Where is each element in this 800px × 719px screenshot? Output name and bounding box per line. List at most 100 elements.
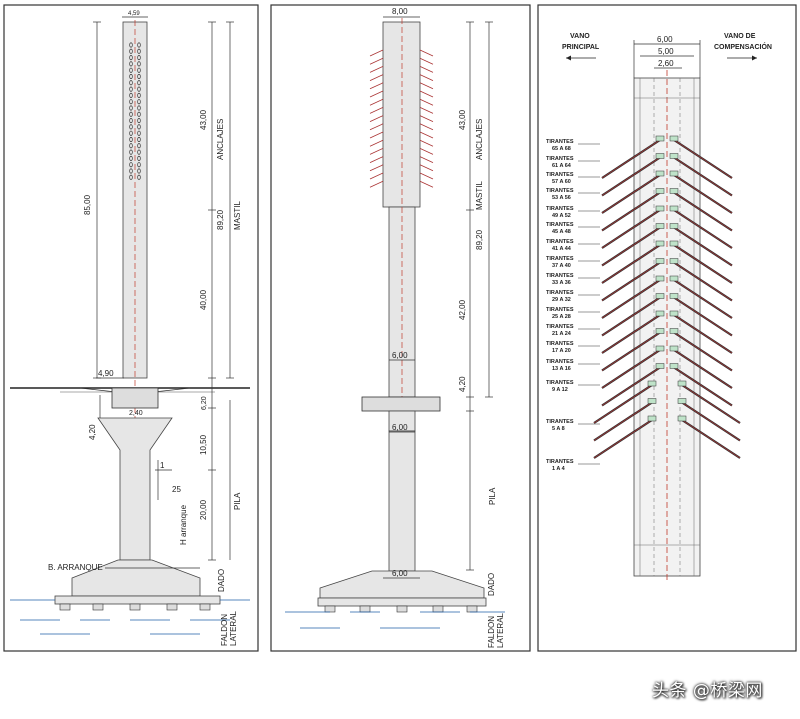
anchor-head bbox=[655, 293, 665, 299]
anchor-head bbox=[647, 415, 657, 422]
tirantes-label: TIRANTES bbox=[546, 307, 574, 313]
tirantes-range: 21 A 24 bbox=[552, 331, 572, 337]
tirantes-label: TIRANTES bbox=[546, 290, 574, 296]
stay-stub bbox=[369, 156, 384, 163]
stay-stub bbox=[369, 98, 384, 106]
anchor-head bbox=[647, 380, 657, 387]
side-panel: 8,00 43,00 bbox=[285, 7, 505, 648]
anchor-head bbox=[669, 170, 679, 177]
elev-dim-mastil: 89,20 bbox=[216, 209, 225, 230]
tirantes-label: TIRANTES bbox=[546, 139, 574, 145]
detail-label-left-2: PRINCIPAL bbox=[562, 44, 600, 51]
stay-stub bbox=[419, 164, 434, 172]
stay-cable-left-core bbox=[601, 262, 661, 301]
stay-stub bbox=[369, 164, 384, 172]
anchor-head bbox=[677, 415, 687, 422]
side-stay-stubs bbox=[369, 49, 434, 188]
stay-cable-left-core bbox=[601, 332, 661, 371]
stay-cable-left-core bbox=[601, 174, 661, 214]
detail-dim-2: 5,00 bbox=[658, 47, 674, 56]
anchor-head bbox=[655, 135, 665, 142]
elev-label-h-arranque: H arranque bbox=[179, 504, 188, 545]
stay-cable-left-core bbox=[601, 349, 661, 389]
tirantes-range: 25 A 28 bbox=[552, 314, 571, 320]
stay-cable-left-core bbox=[601, 367, 661, 406]
elev-label-pila: PILA bbox=[233, 492, 242, 510]
pile bbox=[396, 605, 408, 613]
anchor-hole bbox=[137, 143, 141, 149]
anchor-head bbox=[669, 328, 679, 334]
elev-dim-pila-right: 10,50 bbox=[199, 434, 208, 455]
anchor-hole bbox=[137, 80, 141, 86]
anchor-hole bbox=[137, 174, 141, 180]
stay-cable-right-core bbox=[673, 297, 733, 336]
stay-stub bbox=[369, 180, 384, 188]
anchor-hole bbox=[137, 67, 141, 73]
anchor-head bbox=[655, 258, 665, 264]
elevation-panel: 4,59 bbox=[10, 11, 250, 646]
side-dim-pila: 6,00 bbox=[392, 423, 408, 432]
stay-stub bbox=[369, 139, 384, 147]
tirantes-label: TIRANTES bbox=[546, 239, 574, 245]
elev-label-anchor: ANCLAJES bbox=[216, 119, 225, 160]
anchor-hole bbox=[137, 105, 141, 111]
anchor-hole bbox=[129, 149, 133, 155]
stay-cable-left-core bbox=[601, 209, 661, 249]
side-label-lateral: LATERAL bbox=[496, 612, 505, 648]
tirantes-label: TIRANTES bbox=[546, 359, 574, 365]
side-dim-base: 6,00 bbox=[392, 569, 408, 578]
anchor-head bbox=[669, 153, 679, 159]
stay-stub bbox=[369, 66, 384, 73]
side-label-mastil: MASTIL bbox=[475, 181, 484, 210]
anchor-head bbox=[669, 240, 679, 247]
stay-cable-left-core bbox=[593, 402, 653, 441]
elev-label-lateral: LATERAL bbox=[229, 610, 238, 646]
stay-stub bbox=[369, 82, 384, 90]
pile bbox=[466, 605, 478, 613]
stay-cable-right-core bbox=[673, 209, 733, 249]
pile bbox=[166, 603, 178, 611]
anchor-hole bbox=[137, 111, 141, 117]
stay-cable-right-core bbox=[681, 419, 741, 459]
stay-cable-left-core bbox=[601, 314, 661, 354]
stay-stub bbox=[419, 156, 434, 163]
pile bbox=[59, 603, 71, 611]
side-label-faldon: FALDON bbox=[487, 616, 496, 648]
pile bbox=[92, 603, 104, 611]
elev-dim-joint: 2,40 bbox=[129, 410, 143, 417]
tirantes-range: 17 A 20 bbox=[552, 348, 571, 354]
anchor-hole bbox=[129, 124, 133, 130]
pile bbox=[324, 605, 336, 613]
tirantes-label: TIRANTES bbox=[546, 222, 574, 228]
tirantes-label: TIRANTES bbox=[546, 206, 574, 212]
anchor-hole bbox=[129, 137, 133, 143]
anchor-hole bbox=[137, 99, 141, 105]
anchor-head bbox=[655, 363, 665, 369]
pile bbox=[432, 605, 444, 613]
anchor-hole bbox=[129, 86, 133, 92]
anchor-head bbox=[669, 223, 679, 229]
anchor-hole bbox=[129, 48, 133, 54]
anchor-hole bbox=[137, 130, 141, 136]
stay-cable-right-core bbox=[673, 244, 733, 284]
anchor-head bbox=[655, 188, 665, 194]
anchor-head bbox=[669, 188, 679, 194]
elev-dim-mast-base: 4,90 bbox=[98, 369, 114, 378]
anchor-hole bbox=[129, 130, 133, 136]
tirantes-range: 37 A 40 bbox=[552, 263, 571, 269]
anchor-head bbox=[669, 345, 679, 352]
anchor-hole bbox=[129, 74, 133, 80]
stay-cable-left-core bbox=[601, 157, 661, 196]
stay-cable-right-core bbox=[673, 367, 733, 406]
anchor-head bbox=[677, 380, 687, 387]
side-pier bbox=[388, 430, 416, 572]
side-dim-anchor: 43,00 bbox=[458, 109, 467, 130]
tirantes-label: TIRANTES bbox=[546, 273, 574, 279]
tirantes-range: 13 A 16 bbox=[552, 366, 571, 372]
stay-cable-right-core bbox=[673, 314, 733, 354]
anchor-hole bbox=[137, 118, 141, 124]
stay-cable-left-core bbox=[593, 384, 653, 424]
elev-dim-pila-lower: 20,00 bbox=[199, 499, 208, 520]
tirantes-label: TIRANTES bbox=[546, 419, 574, 425]
stay-stub bbox=[369, 49, 384, 57]
